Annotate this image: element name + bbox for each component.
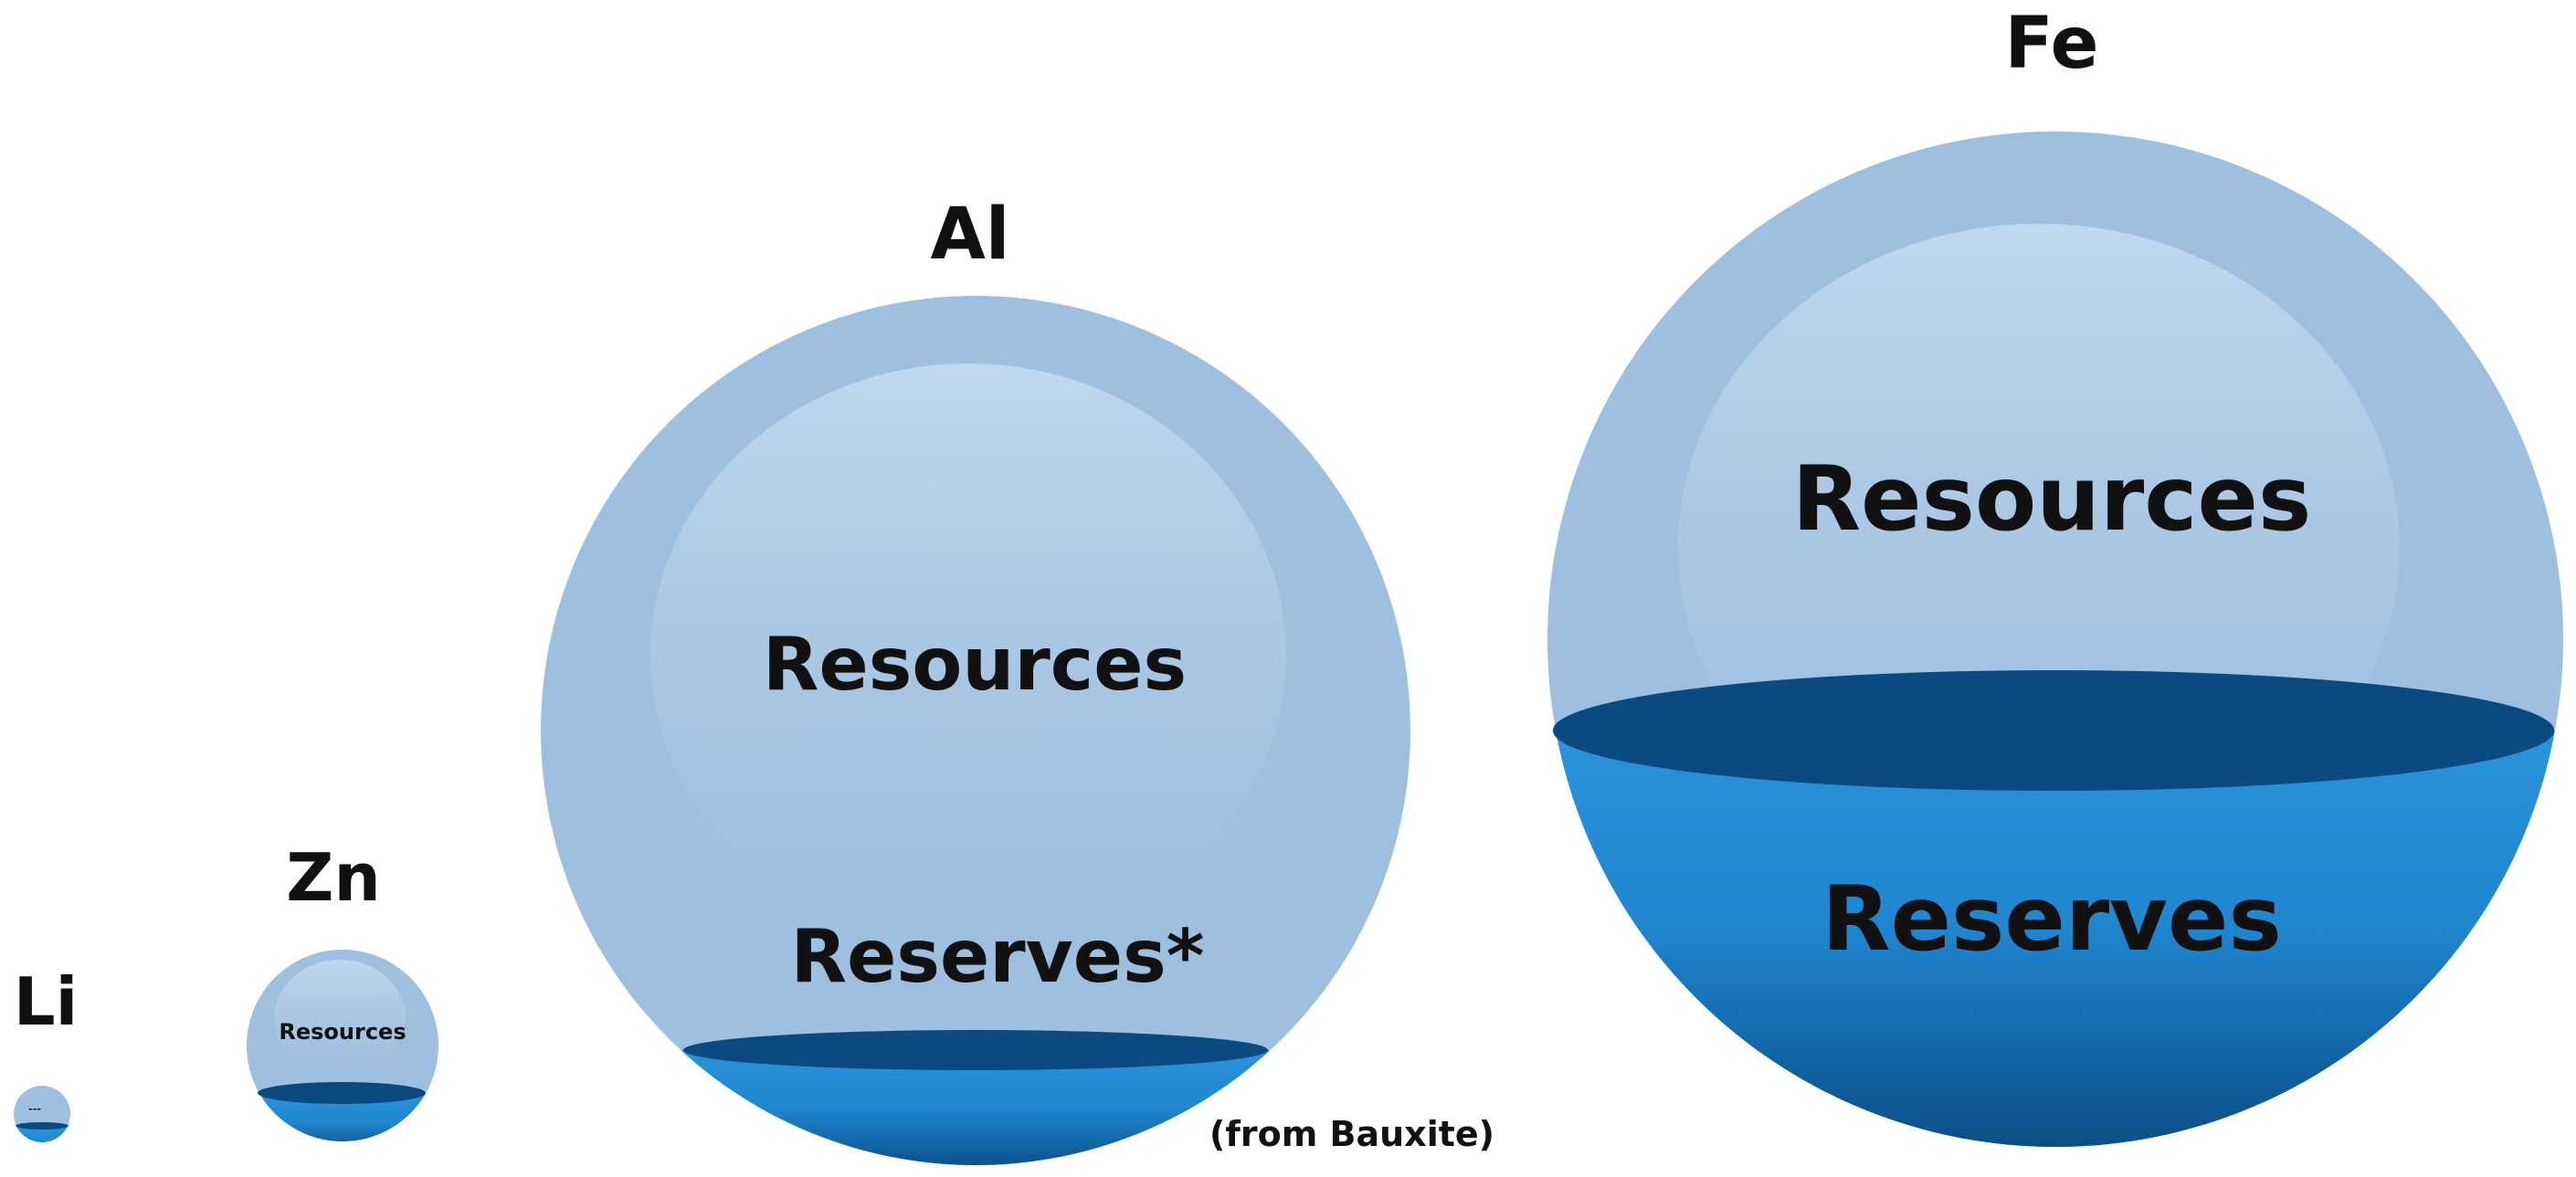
sphere-li: Li ---	[14, 963, 79, 1142]
resources-label-fe: Resources	[1792, 447, 2312, 552]
element-label-al: Al	[930, 194, 1009, 276]
element-label-zn: Zn	[286, 839, 380, 916]
reserves-label-al: Reserves*	[790, 914, 1204, 999]
sphere-zn: Zn Resources	[247, 839, 438, 1141]
reserves-fill-li	[14, 1126, 70, 1142]
highlight-al	[650, 363, 1286, 948]
resources-label-zn: Resources	[279, 1019, 406, 1045]
reserves-surface-li	[16, 1122, 69, 1130]
sphere-al: Al Resources Reserves* (from Bauxite)	[541, 194, 1494, 1165]
element-label-fe: Fe	[2004, 3, 2098, 85]
reserves-surface-zn	[258, 1082, 426, 1104]
reserves-surface-fe	[1553, 670, 2554, 791]
highlight-zn	[274, 960, 406, 1077]
note-label-al: (from Bauxite)	[1209, 1114, 1494, 1154]
element-label-li: Li	[14, 963, 79, 1040]
resources-label-al: Resources	[763, 622, 1187, 707]
sphere-fe: Fe Resources Reserves	[1547, 3, 2563, 1147]
reserves-surface-al	[683, 1030, 1268, 1070]
resources-label-li: ---	[28, 1103, 41, 1115]
reserves-label-fe: Reserves	[1821, 867, 2282, 972]
